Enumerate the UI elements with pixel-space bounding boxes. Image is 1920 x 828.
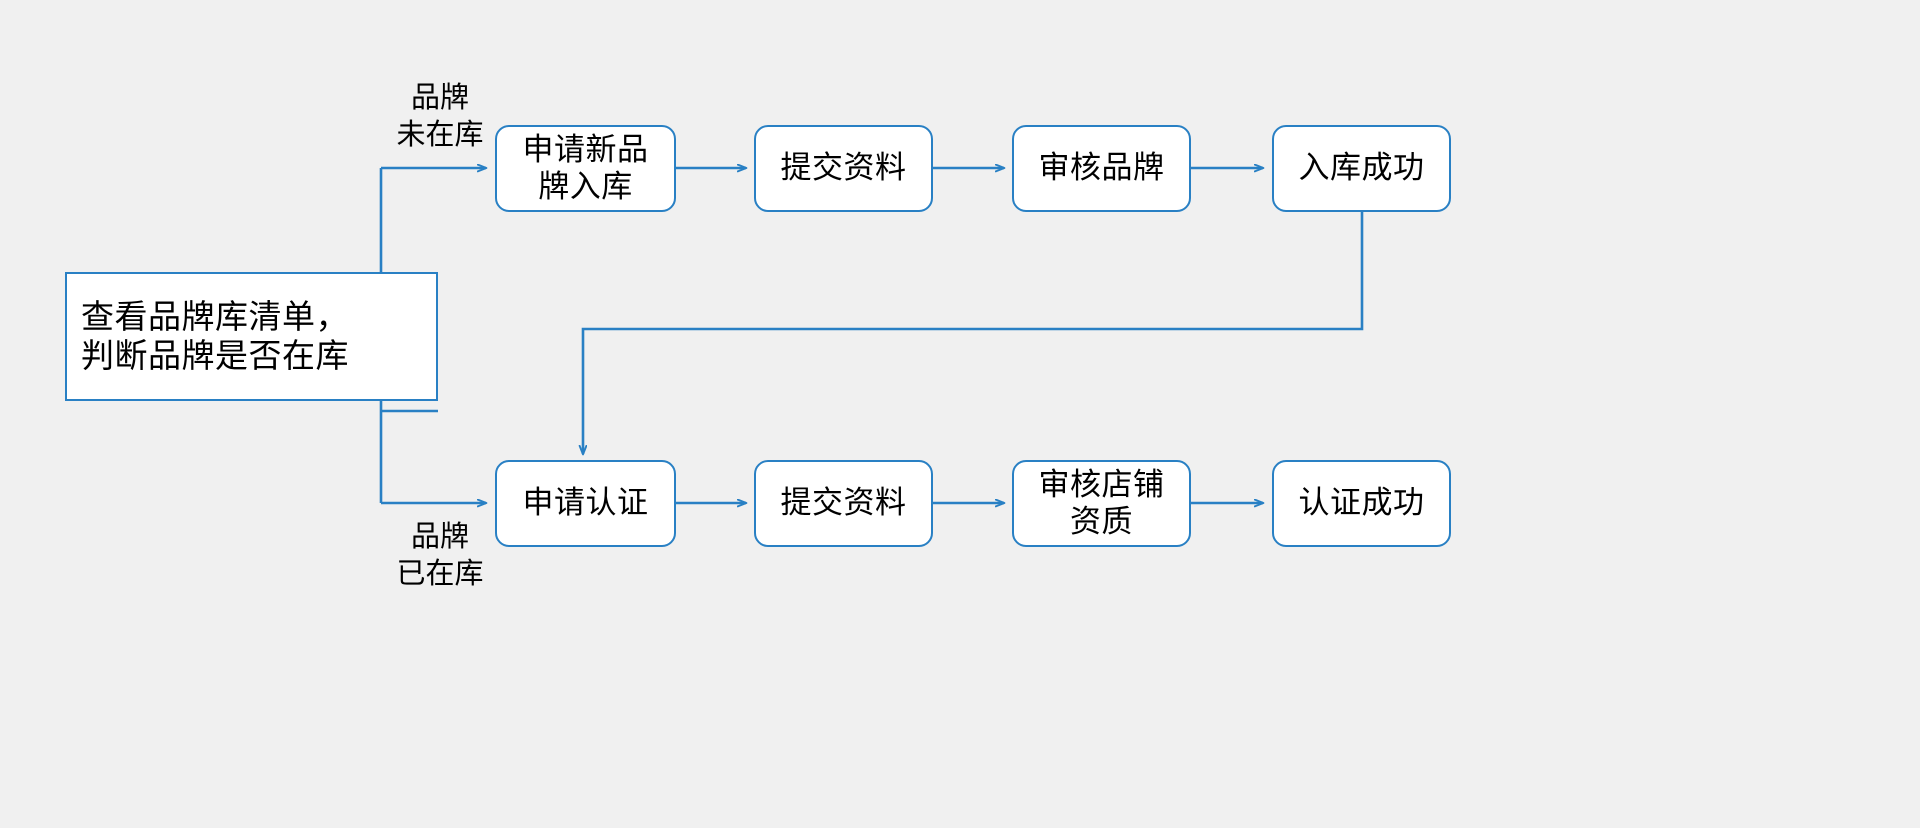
node-stored-success[interactable]: 入库成功 [1272, 125, 1451, 212]
node-label: 查看品牌库清单， 判断品牌是否在库 [81, 296, 349, 375]
node-label: 入库成功 [1298, 150, 1425, 187]
node-label: 审核店铺 资质 [1038, 466, 1165, 540]
node-label: 审核品牌 [1038, 150, 1165, 187]
node-submit-materials-top[interactable]: 提交资料 [754, 125, 933, 212]
node-certification-success[interactable]: 认证成功 [1272, 460, 1451, 547]
node-label: 提交资料 [780, 150, 907, 187]
node-label: 提交资料 [780, 485, 907, 522]
node-review-brand[interactable]: 审核品牌 [1012, 125, 1191, 212]
edge-label-brand-in-library: 品牌 已在库 [396, 519, 484, 591]
node-apply-new-brand[interactable]: 申请新品 牌入库 [495, 125, 676, 212]
edge-label-brand-not-in-library: 品牌 未在库 [396, 80, 484, 152]
node-apply-certification[interactable]: 申请认证 [495, 460, 676, 547]
node-label: 申请新品 牌入库 [522, 131, 649, 205]
node-label: 认证成功 [1298, 485, 1425, 522]
node-check-brand-library[interactable]: 查看品牌库清单， 判断品牌是否在库 [65, 272, 438, 401]
node-review-shop-qualification[interactable]: 审核店铺 资质 [1012, 460, 1191, 547]
node-submit-materials-bottom[interactable]: 提交资料 [754, 460, 933, 547]
node-label: 申请认证 [522, 485, 649, 522]
connector-stored-success-to-apply-cert [583, 212, 1364, 454]
